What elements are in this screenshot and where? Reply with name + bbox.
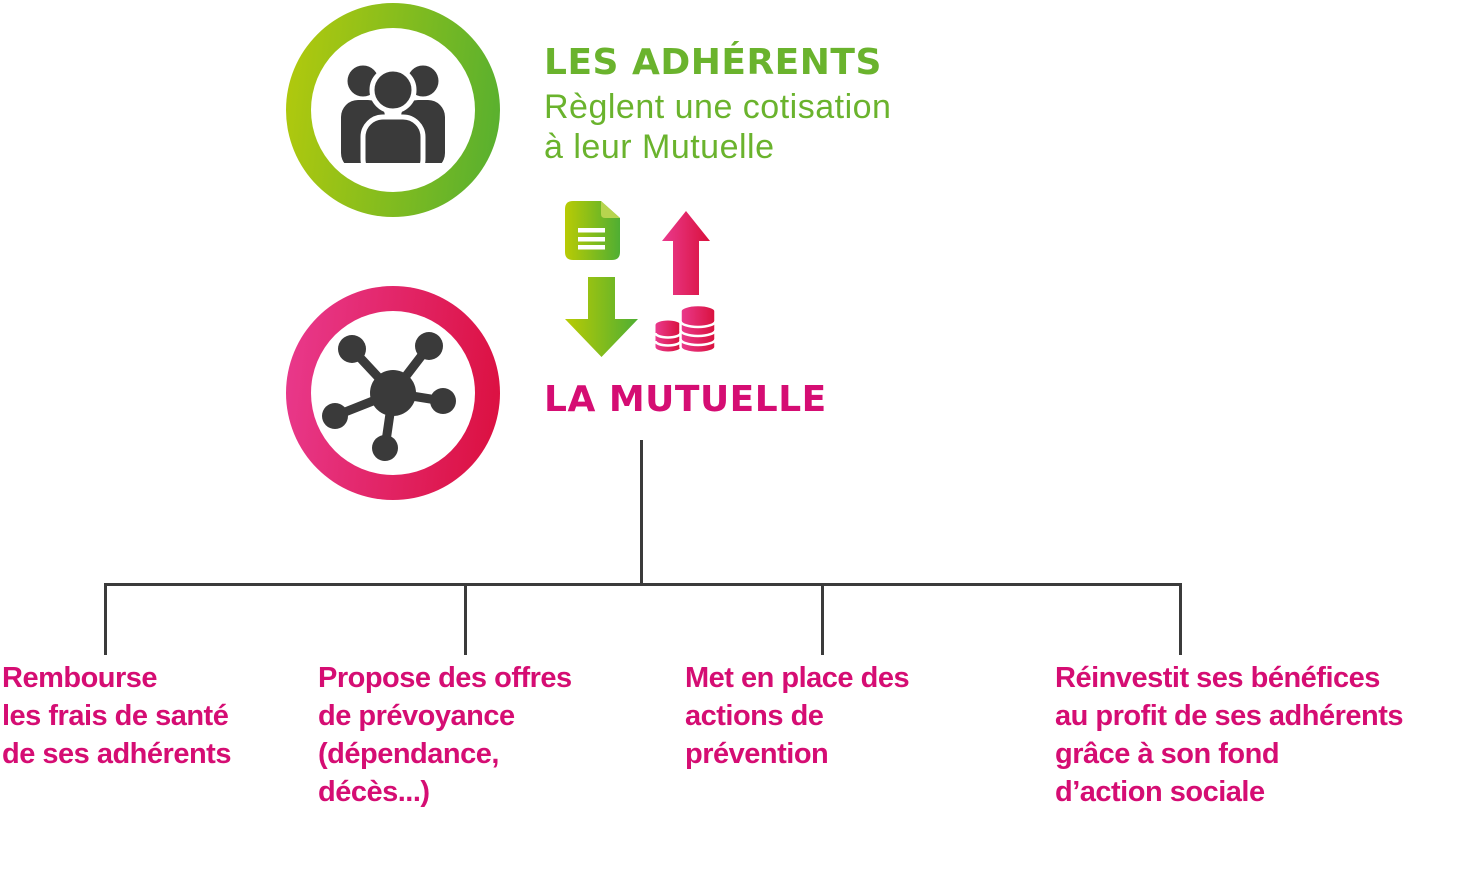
adherents-subtitle-line: Règlent une cotisation [544,88,892,126]
adherents-title: LES ADHÉRENTS [544,42,882,83]
connector-stem [640,440,643,586]
branch-line: Rembourse [2,662,158,694]
branch-line: actions de [685,700,824,732]
adherents-subtitle: Règlent une cotisation à leur Mutuelle [544,87,891,167]
branch-line: grâce à son fond [1055,738,1280,770]
branch-prevention: Met en place des actions de prévention [685,659,910,773]
adherents-subtitle-line: à leur Mutuelle [544,128,775,166]
arrow-up-icon [662,211,710,295]
branch-line: décès...) [318,776,430,808]
arrow-down-icon [565,277,638,357]
connector-drop [821,583,824,655]
branch-line: d’action sociale [1055,776,1265,808]
branch-line: Met en place des [685,662,910,694]
coins-icon [654,303,716,355]
branch-line: de prévoyance [318,700,515,732]
connector-drop [464,583,467,655]
group-people-icon [341,65,445,163]
branch-line: (dépendance, [318,738,499,770]
mutuelle-title: LA MUTUELLE [544,379,827,420]
branch-line: les frais de santé [2,700,229,732]
branch-line: au profit de ses adhérents [1055,700,1404,732]
connector-drop [104,583,107,655]
connector-horizontal [104,583,1182,586]
branch-line: Réinvestit ses bénéfices [1055,662,1380,694]
branch-prevoyance: Propose des offres de prévoyance (dépend… [318,659,572,811]
network-hub-icon [322,332,456,461]
branch-line: Propose des offres [318,662,572,694]
branch-reinvestit: Réinvestit ses bénéfices au profit de se… [1055,659,1404,811]
branch-line: prévention [685,738,829,770]
branch-line: de ses adhérents [2,738,231,770]
document-icon [565,201,620,260]
connector-drop [1179,583,1182,655]
branch-rembourse: Rembourse les frais de santé de ses adhé… [2,659,231,773]
